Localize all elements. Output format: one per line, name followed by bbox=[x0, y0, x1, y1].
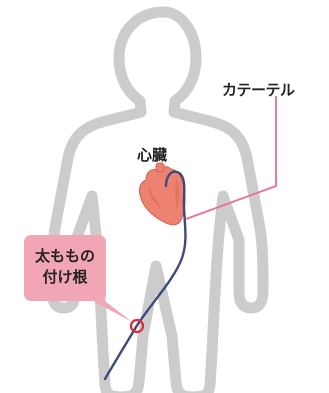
aorta-stub bbox=[155, 162, 165, 173]
insertion-site-label-line1: 太ももの bbox=[34, 247, 95, 265]
catheter-line bbox=[103, 170, 187, 381]
catheter-label: カテーテル bbox=[222, 81, 295, 99]
heart-label: 心臓 bbox=[137, 146, 168, 164]
callout-tail bbox=[88, 298, 132, 322]
catheter-pointer-line bbox=[185, 96, 277, 220]
heart-detail-right bbox=[175, 176, 180, 210]
insertion-site-marker bbox=[129, 318, 145, 334]
heart-body bbox=[138, 166, 186, 226]
human-body-outline bbox=[46, 6, 269, 393]
insertion-site-callout: 太ももの 付け根 bbox=[24, 235, 106, 301]
insertion-site-label-line2: 付け根 bbox=[42, 268, 88, 286]
heart-illustration bbox=[138, 162, 186, 226]
